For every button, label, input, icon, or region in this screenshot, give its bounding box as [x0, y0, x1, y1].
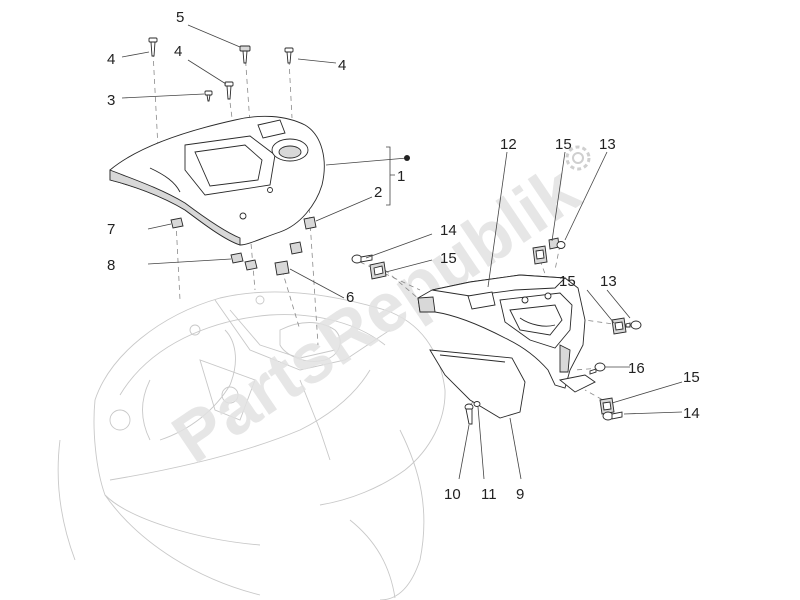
clip-15b: [369, 261, 387, 280]
callout-1: 1: [397, 168, 405, 185]
screw-4c: [284, 47, 294, 64]
part-mudguard: [417, 274, 596, 393]
callout-16: 16: [628, 360, 645, 377]
callout-5: 5: [176, 9, 184, 26]
callout-10: 10: [444, 486, 461, 503]
screw-4a: [148, 37, 158, 57]
bolt-10: [464, 403, 474, 425]
bolt-13a: [556, 241, 566, 249]
callout-15: 15: [440, 250, 457, 267]
callout-3: 3: [107, 92, 115, 109]
clip-6a: [289, 241, 303, 255]
callout-15: 15: [683, 369, 700, 386]
callout-15: 15: [559, 273, 576, 290]
screw-3: [204, 90, 213, 102]
clip-15c: [611, 317, 627, 335]
bolt-13b: [625, 320, 642, 330]
bolt-16: [589, 362, 606, 375]
clip-8b: [244, 259, 258, 271]
callout-4: 4: [174, 43, 182, 60]
bolt-14a: [351, 254, 373, 264]
callout-12: 12: [500, 136, 517, 153]
callout-8: 8: [107, 257, 115, 274]
part-rear-carrier: [109, 115, 325, 246]
callout-labels: 5 4 4 4 3 1 2 7 8 6 12 15 13 14 15 15 13…: [107, 9, 700, 503]
clip-15d: [599, 397, 615, 415]
clip-8a: [230, 252, 244, 264]
gear-icon: [565, 145, 591, 171]
callout-14: 14: [683, 405, 700, 422]
washer-11: [473, 401, 481, 407]
clip-15a: [532, 245, 548, 265]
callout-9: 9: [516, 486, 524, 503]
callout-4: 4: [107, 51, 115, 68]
callout-6: 6: [346, 289, 354, 306]
screw-4b: [224, 81, 234, 100]
callout-2: 2: [374, 184, 382, 201]
callout-14: 14: [440, 222, 457, 239]
clip-6b: [274, 260, 290, 276]
callout-15: 15: [555, 136, 572, 153]
callout-13: 13: [600, 273, 617, 290]
screw-5: [239, 45, 251, 64]
callout-13: 13: [599, 136, 616, 153]
clip-2: [303, 216, 317, 230]
part-plate-strip: [429, 349, 526, 419]
callout-4: 4: [338, 57, 346, 74]
scooter-body-outline: [57, 291, 446, 600]
callout-11: 11: [481, 486, 497, 503]
leader-lines: [121, 24, 683, 480]
clip-7: [170, 217, 184, 229]
callout-1-dot: [404, 155, 410, 161]
bolt-14b: [602, 411, 623, 421]
callout-7: 7: [107, 221, 115, 238]
